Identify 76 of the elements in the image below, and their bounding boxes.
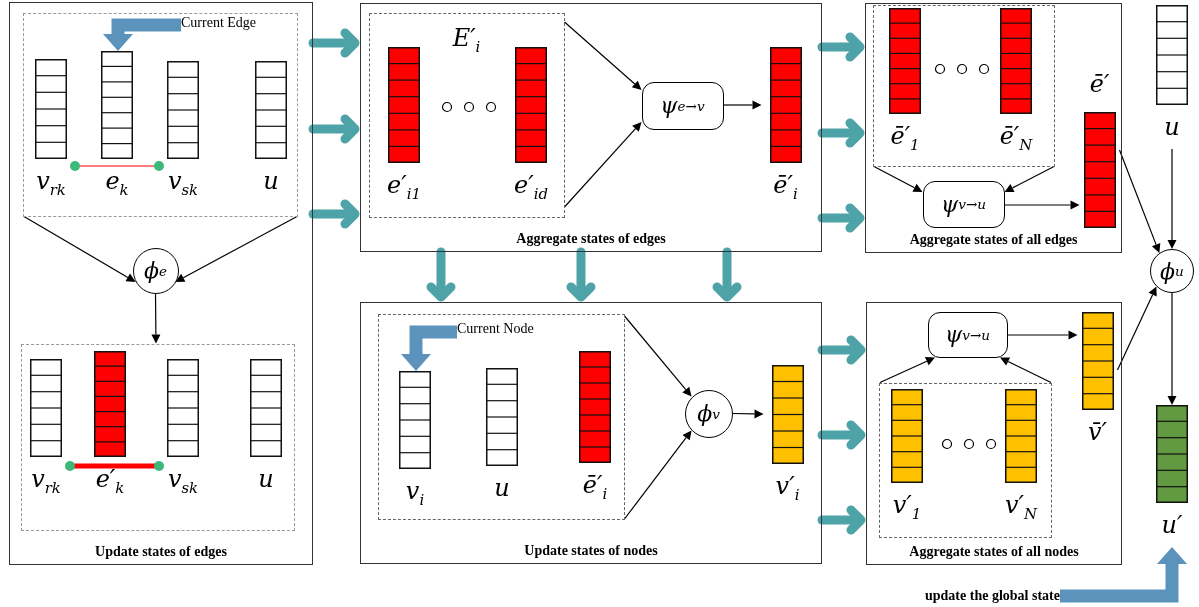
panel: [865, 3, 1122, 253]
panel: [866, 302, 1122, 565]
pointer-arrow: [401, 325, 457, 371]
panel-title: Aggregate states of all edges: [909, 232, 1078, 248]
panel-title: Aggregate states of all nodes: [909, 544, 1079, 560]
flow-arrow: [712, 247, 742, 302]
flow-arrow: [817, 420, 866, 450]
arrow: [1118, 149, 1161, 253]
arrow: [1004, 165, 1055, 192]
math-label: e$_{k}$: [105, 167, 129, 196]
arrow: [23, 215, 136, 282]
flow-arrow: [308, 28, 360, 58]
panel-title: Aggregate states of edges: [516, 231, 666, 247]
function-circle: ϕ$^{e}$: [132, 247, 179, 294]
math-label: ē′$_{i}$: [773, 170, 798, 200]
arrow: [563, 21, 642, 90]
math-label: v′$_{1}$: [892, 491, 922, 520]
arrow: [175, 215, 298, 282]
math-label: ē′$_{N}$: [999, 122, 1033, 151]
function-circle: ϕ$^{u}$: [1150, 249, 1194, 293]
flow-arrow: [566, 247, 596, 302]
math-label: ē′: [1089, 69, 1110, 99]
math-label: ē′$_{1}$: [890, 122, 920, 151]
math-label: u: [258, 465, 274, 494]
math-label: u: [263, 167, 279, 196]
arrow: [623, 430, 692, 520]
panel-title: Update states of edges: [95, 544, 227, 560]
arrow: [151, 292, 161, 344]
edge-line: [70, 161, 164, 171]
arrow: [1003, 200, 1080, 210]
dashed-group-box: [368, 12, 565, 218]
arrow: [1167, 148, 1177, 249]
edge-line: [65, 461, 164, 471]
arrow: [731, 409, 764, 419]
function-circle: ϕ$^{v}$: [684, 389, 733, 438]
pointer-arrow: [1060, 547, 1187, 603]
panel: [360, 302, 822, 564]
math-label: ē′$_{i}$: [582, 471, 608, 500]
flow-arrow: [817, 203, 865, 233]
flow-arrow: [308, 114, 360, 144]
flow-arrow: [817, 118, 865, 148]
annotation-text: Current Node: [457, 321, 534, 337]
panel-title: Update states of nodes: [524, 543, 658, 559]
panel: [360, 3, 822, 252]
function-box: ψ$^{v→u}$: [922, 180, 1005, 228]
flow-arrow: [817, 505, 866, 535]
arrow: [1006, 330, 1078, 340]
arrow: [879, 357, 935, 384]
arrow: [1167, 292, 1177, 405]
dashed-group-box: [878, 382, 1052, 538]
math-label: e′$_{k}$: [95, 465, 125, 494]
flow-arrow: [817, 335, 866, 365]
annotation-text: Current Edge: [181, 15, 257, 31]
function-box: ψ$^{e→v}$: [641, 81, 724, 130]
group-label: E′$_{i}$: [452, 23, 481, 53]
dashed-group-box: [22, 12, 298, 217]
arrow: [1000, 357, 1052, 384]
math-label: u: [494, 474, 510, 503]
flow-arrow: [426, 247, 456, 302]
math-label: v′$_{N}$: [1005, 491, 1037, 520]
math-label: u′: [1161, 511, 1183, 540]
arrow: [1116, 286, 1157, 371]
math-label: u: [1164, 113, 1180, 142]
flow-arrow: [308, 199, 360, 229]
dashed-group-box: [377, 313, 625, 520]
panel: [9, 2, 313, 565]
arrow: [563, 122, 642, 208]
math-label: v′$_{i}$: [775, 471, 800, 501]
annotation-text: update the global state: [925, 588, 1060, 604]
arrow: [722, 100, 762, 110]
function-box: ψ$^{v→u}$: [927, 311, 1008, 358]
math-label: v̄′: [1088, 417, 1107, 447]
dashed-group-box: [20, 343, 295, 531]
dashed-group-box: [872, 4, 1055, 167]
flow-arrow: [817, 32, 865, 62]
math-label: v$_{i}$: [405, 477, 425, 506]
